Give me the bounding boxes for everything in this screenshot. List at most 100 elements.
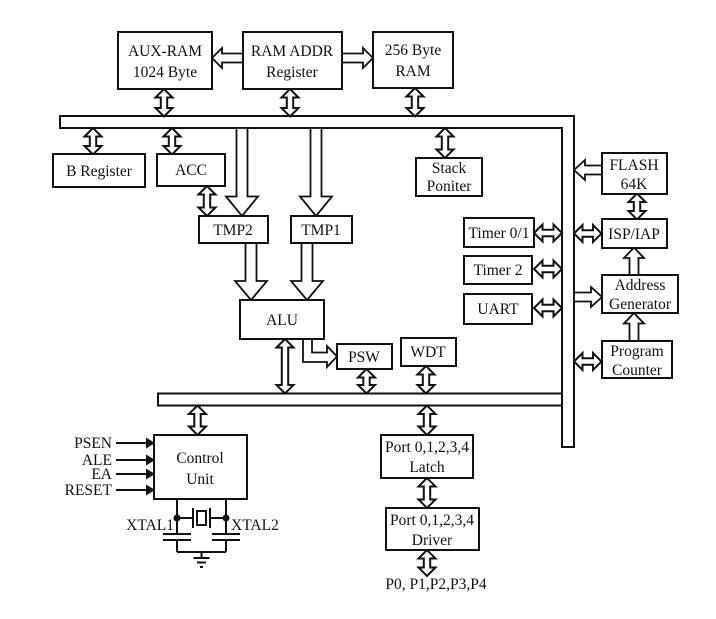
ram-256byte-label-1: 256 Byte <box>385 42 442 59</box>
address-generator-box: Address Generator <box>601 274 679 314</box>
arrow-tmp2-to-alu <box>233 242 269 302</box>
isp-iap-outline <box>601 218 668 249</box>
flash-label-1: FLASH <box>609 157 658 174</box>
tmp2-box: TMP2 <box>198 215 269 244</box>
arrow-stackpointer-bus <box>434 126 456 160</box>
isp-iap-box: ISP/IAP <box>601 218 668 249</box>
arrow-driver-pins <box>416 548 438 578</box>
timer2-box: Timer 2 <box>463 255 533 285</box>
uart-outline <box>463 293 533 325</box>
arrow-timer2-bus <box>532 258 564 280</box>
tmp1-box: TMP1 <box>290 215 353 244</box>
arrow-ramaddr-bus <box>279 87 301 118</box>
ram-addr-label-1: RAM ADDR <box>251 43 334 60</box>
port-driver-label-1: Port 0,1,2,3,4 <box>390 512 474 529</box>
alu-outline <box>239 299 325 340</box>
program-counter-box: Program Counter <box>601 340 673 379</box>
program-counter-label-1: Program <box>610 343 663 360</box>
tmp1-label: TMP1 <box>301 222 341 239</box>
arrow-acc-bus <box>161 126 183 156</box>
reset-arrowhead-icon <box>146 484 155 496</box>
arrow-ram256-bus <box>404 86 426 118</box>
arrow-auxram-bus <box>153 87 175 118</box>
arrow-bus-ispiap <box>572 222 603 245</box>
arrow-pc-to-addrgen <box>621 311 647 342</box>
psen-label: PSEN <box>74 435 112 452</box>
main-bus-l-shape <box>59 115 575 448</box>
isp-iap-label: ISP/IAP <box>608 226 660 243</box>
control-unit-label-2: Unit <box>186 471 214 488</box>
acc-box: ACC <box>156 153 226 187</box>
arrow-timer01-bus <box>532 222 564 244</box>
ground-symbol-icon <box>193 557 210 568</box>
arrow-ramaddr-to-ram256 <box>341 45 375 71</box>
b-register-box: B Register <box>52 153 146 188</box>
port-driver-outline <box>385 507 480 551</box>
aux-ram-box: AUX-RAM 1024 Byte <box>117 31 213 90</box>
timer2-outline <box>463 255 533 285</box>
port-latch-box: Port 0,1,2,3,4 Latch <box>380 434 474 479</box>
arrow-alu-to-psw-elbow <box>302 338 339 370</box>
control-signal-inputs: PSEN ALE EA RESET <box>65 435 155 499</box>
ea-arrowhead-icon <box>146 468 155 480</box>
ram-256byte-outline <box>372 31 454 89</box>
stack-pointer-box: Stack Poniter <box>415 157 483 197</box>
reset-label: RESET <box>65 482 113 499</box>
arrow-bus-to-addrgen <box>573 284 604 310</box>
arrow-uart-bus <box>532 297 564 319</box>
xtal1-label: XTAL1 <box>126 517 174 534</box>
control-unit-outline <box>153 434 248 500</box>
timer2-label: Timer 2 <box>474 262 523 279</box>
b-register-label: B Register <box>66 163 133 180</box>
address-generator-outline <box>601 274 679 314</box>
arrow-addrgen-to-ispiap <box>621 246 647 276</box>
acc-outline <box>156 153 226 187</box>
alu-label: ALU <box>266 312 298 329</box>
arrow-tmp1-to-alu <box>289 242 325 302</box>
flash-box: FLASH 64K <box>601 152 668 195</box>
aux-ram-outline <box>117 31 213 90</box>
oscillator-circuit: XTAL1 XTAL2 <box>126 499 279 568</box>
arrow-latch-driver <box>416 476 438 510</box>
uart-label: UART <box>477 301 519 318</box>
arrow-flash-ispiap <box>626 192 648 221</box>
tmp1-outline <box>290 215 353 244</box>
xtal2-label: XTAL2 <box>231 517 279 534</box>
ale-label: ALE <box>82 452 112 469</box>
port-latch-outline <box>380 434 474 479</box>
arrow-acc-tmp2 <box>196 184 218 218</box>
ram-addr-outline <box>242 31 343 90</box>
control-unit-box: Control Unit <box>153 434 248 500</box>
arrow-portlatch-lowerbus <box>416 404 438 437</box>
crystal-body-icon <box>196 510 207 526</box>
stack-pointer-label-2: Poniter <box>427 178 473 195</box>
control-unit-label-1: Control <box>176 450 223 467</box>
psw-label: PSW <box>348 349 380 366</box>
timer01-outline <box>463 217 535 248</box>
wdt-box: WDT <box>400 337 457 367</box>
stack-pointer-label-1: Stack <box>432 160 467 177</box>
crystal-plates-icon <box>192 508 211 528</box>
wdt-label: WDT <box>410 344 446 361</box>
arrow-bus-to-tmp2 <box>224 127 260 218</box>
uart-box: UART <box>463 293 533 325</box>
arrow-wdt-lowerbus <box>415 364 437 395</box>
ram-addr-label-2: Register <box>266 64 318 81</box>
b-register-outline <box>52 153 146 188</box>
ram-256byte-label-2: RAM <box>395 63 431 80</box>
xtal2-junction-dot <box>222 514 230 522</box>
flash-label-2: 64K <box>621 176 649 193</box>
port-driver-label-2: Driver <box>412 532 453 549</box>
lower-bus <box>157 392 562 407</box>
arrow-controlunit-lowerbus <box>186 404 209 437</box>
xtal1-junction-dot <box>173 514 181 522</box>
ea-label: EA <box>91 466 112 483</box>
acc-label: ACC <box>175 162 207 179</box>
arrow-bus-pc <box>572 350 603 373</box>
psen-arrowhead-icon <box>146 437 155 449</box>
stack-pointer-outline <box>415 157 483 197</box>
ale-arrowhead-icon <box>146 454 155 466</box>
psw-outline <box>336 343 393 370</box>
